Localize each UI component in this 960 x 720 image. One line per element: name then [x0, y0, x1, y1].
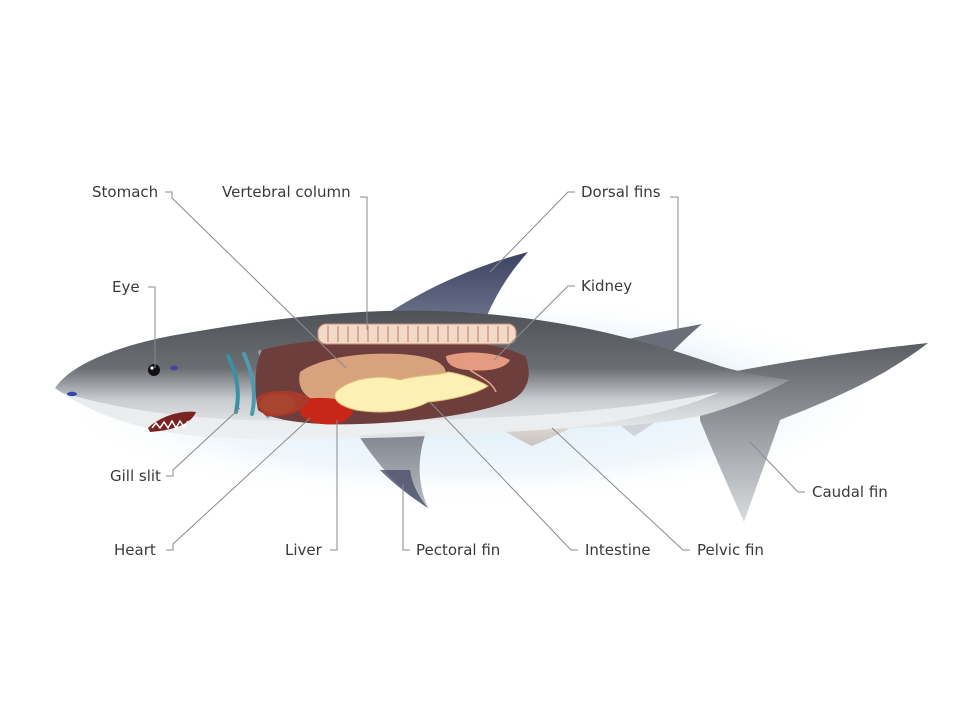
leader-kidney [493, 285, 575, 361]
label-eye: Eye [112, 278, 140, 296]
label-caudal-fin: Caudal fin [812, 483, 888, 501]
leader-vertebral-column [360, 196, 368, 330]
eye-rim [170, 365, 178, 371]
leader-liver [330, 420, 338, 551]
label-pectoral-fin: Pectoral fin [416, 541, 500, 559]
eye-mark [148, 364, 160, 376]
leader-dorsal-fins-2 [670, 196, 679, 330]
label-kidney: Kidney [581, 277, 632, 295]
belly [60, 392, 720, 440]
intestine-shape [334, 371, 489, 413]
label-dorsal-fins: Dorsal fins [581, 183, 661, 201]
vertebrae [327, 326, 509, 342]
label-intestine: Intestine [585, 541, 651, 559]
label-stomach: Stomach [92, 183, 158, 201]
leader-caudal-fin [749, 441, 805, 493]
leader-pectoral-fin [402, 484, 410, 551]
leader-gill-slit [166, 407, 241, 477]
label-vertebral-column: Vertebral column [222, 183, 351, 201]
teeth [151, 419, 189, 430]
nostril [67, 391, 77, 397]
second-dorsal-fin [624, 324, 702, 352]
eye-shine [150, 366, 154, 370]
leader-pelvic-fin [551, 427, 690, 551]
leader-eye [148, 286, 156, 368]
heart-shape [260, 394, 296, 414]
leader-intestine [429, 401, 578, 551]
label-pelvic-fin: Pelvic fin [697, 541, 764, 559]
label-gill-slit: Gill slit [110, 467, 161, 485]
kidney-shape [446, 352, 510, 371]
label-liver: Liver [285, 541, 323, 559]
label-heart: Heart [114, 541, 156, 559]
liver-shape [300, 397, 354, 425]
leader-dorsal-fins-1 [489, 191, 575, 273]
leader-lines [148, 191, 805, 551]
kidney-duct [469, 369, 497, 393]
pectoral-fin-edge [380, 470, 428, 508]
leader-stomach [165, 191, 347, 369]
leader-heart [166, 417, 311, 551]
